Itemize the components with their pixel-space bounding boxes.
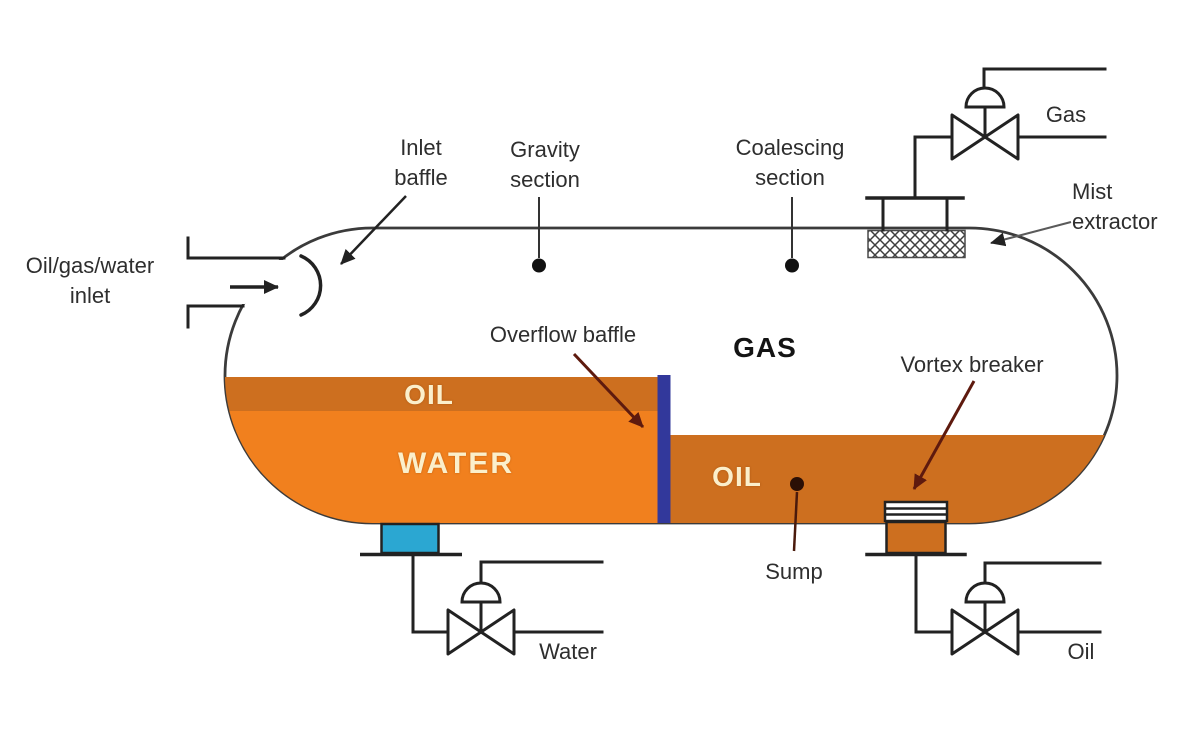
- oil-outlet-nozzle: [885, 520, 947, 555]
- vortex-breaker-device: [883, 500, 949, 555]
- water-outlet-piping: [411, 554, 604, 634]
- oil-compartment-label: OIL: [712, 461, 762, 492]
- mist-extractor-pad: [867, 229, 966, 259]
- inlet-baffle-label: Inlet baffle: [394, 133, 447, 193]
- sump-label: Sump: [765, 559, 823, 584]
- oil-outlet-label: Oil: [1067, 639, 1095, 664]
- gas-space-label: GAS: [733, 332, 797, 363]
- mist-extractor-label: Mist extractor: [1072, 177, 1158, 237]
- feed-inlet-nozzle: [186, 236, 286, 329]
- vortex-breaker-label: Vortex breaker: [900, 352, 1044, 377]
- oil-layer-fill: [225, 377, 658, 411]
- overflow-baffle-label: Overflow baffle: [489, 322, 637, 347]
- gas-outlet-label: Gas: [1045, 102, 1087, 127]
- label-line: extractor: [1072, 209, 1158, 234]
- label-line: inlet: [69, 283, 111, 308]
- oil-layer-label: OIL: [404, 379, 454, 410]
- gas-control-valve: [950, 86, 1020, 161]
- inlet-opening-mask: [193, 260, 287, 304]
- label-line: baffle: [394, 165, 448, 190]
- water-outlet-label: Water: [539, 639, 597, 664]
- inlet-baffle-curve: [299, 254, 323, 317]
- sump-leader: [790, 477, 804, 552]
- gravity-section-label: Gravity section: [510, 135, 580, 195]
- label-line: Inlet: [400, 135, 442, 160]
- overflow-baffle-bar: [657, 375, 671, 523]
- mist-extractor-arrow: [990, 221, 1072, 247]
- label-line: Gravity: [510, 137, 580, 162]
- water-control-valve: [446, 581, 516, 656]
- vortex-breaker-arrow: [912, 380, 976, 490]
- oil-outlet-piping: [865, 552, 1102, 634]
- inlet-baffle-arrow: [340, 195, 407, 265]
- overflow-baffle-arrow: [572, 352, 645, 429]
- gas-outlet-piping: [865, 67, 1107, 232]
- label-line: section: [755, 165, 825, 190]
- label-line: Oil/gas/water: [25, 253, 155, 278]
- gravity-section-leader: [532, 197, 546, 273]
- water-layer-label: WATER: [397, 447, 515, 480]
- coalescing-section-leader: [785, 197, 799, 273]
- oil-control-valve: [950, 581, 1020, 656]
- label-line: Mist: [1072, 179, 1113, 204]
- feed-inlet-label: Oil/gas/water inlet: [26, 251, 154, 311]
- water-outlet-nozzle: [380, 522, 440, 555]
- label-line: Coalescing: [735, 135, 845, 160]
- coalescing-section-label: Coalescing section: [736, 133, 845, 193]
- label-line: section: [510, 167, 580, 192]
